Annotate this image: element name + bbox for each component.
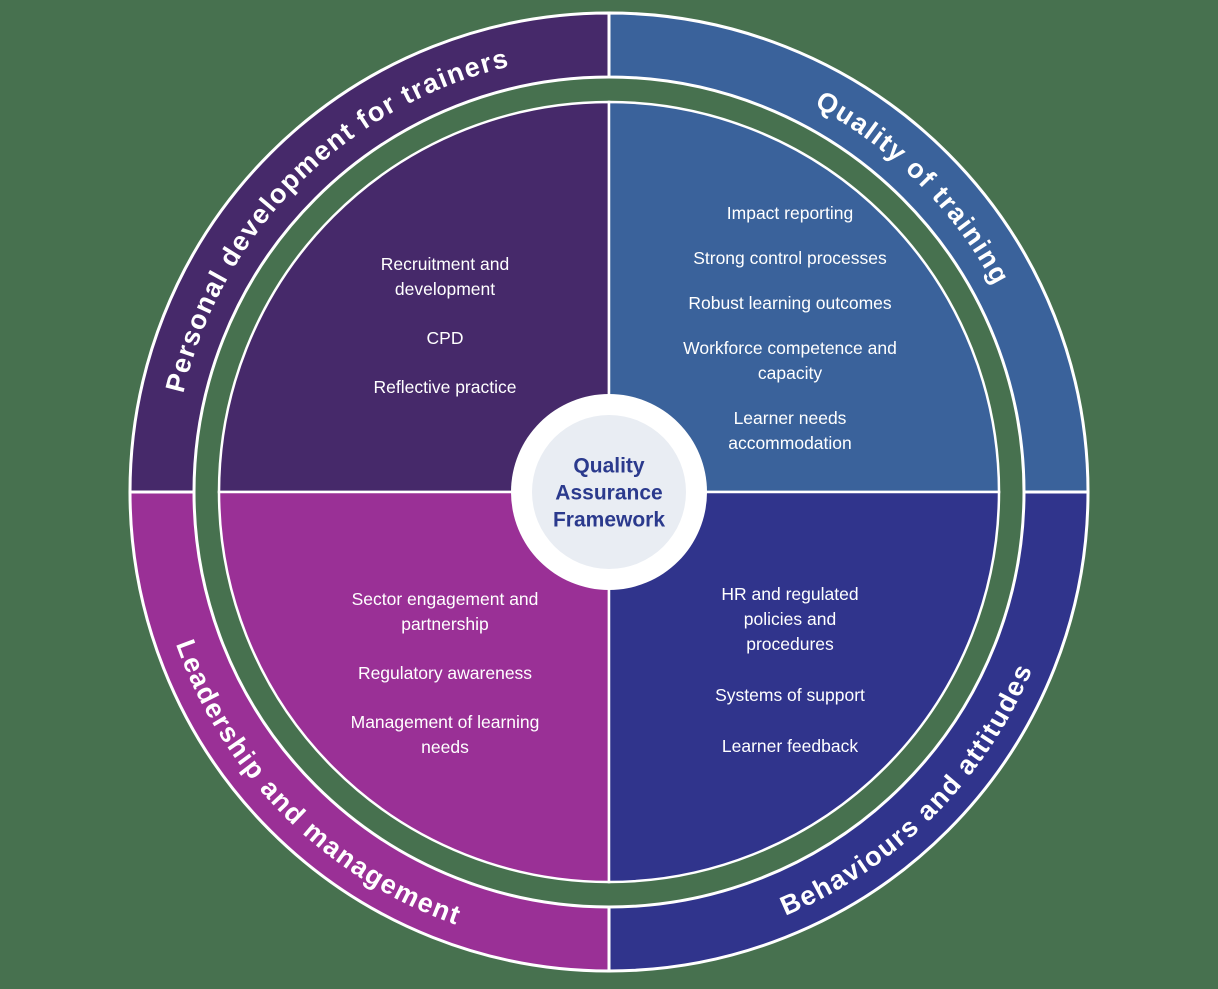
quadrant-item: HR and regulated policies and procedures [721,584,859,654]
ring-segment-behaviours-and-attitudes [607,490,1090,973]
quadrant-item: Management of learning needs [350,712,540,757]
quadrant-item: Robust learning outcomes [688,293,892,313]
quadrant-item: Sector engagement and partnership [351,589,539,634]
sector-quality-of-training [607,100,1001,494]
sector-leadership-and-management [217,490,611,884]
quadrant-item: Learner needs accommodation [728,408,852,453]
quadrant-items-quality-of-training: Impact reporting Strong control processe… [660,201,920,456]
center-title: Quality Assurance Framework [552,454,666,532]
quadrant-item: Strong control processes [693,248,887,268]
sector-behaviours-and-attitudes [607,490,1001,884]
quadrant-item: Reflective practice [373,377,517,397]
quadrant-item: Regulatory awareness [357,663,533,683]
center-badge-disc [532,415,686,569]
quadrant-item: Workforce competence and capacity [683,338,897,383]
quadrant-item: Learner feedback [721,736,859,756]
quadrant-item: Recruitment and development [380,254,510,299]
quadrant-items-personal-development-for-trainers: Recruitment and development CPD Reflecti… [325,252,565,400]
quadrant-items-leadership-and-management: Sector engagement and partnership Regula… [325,587,565,760]
sector-personal-development-for-trainers [217,100,611,494]
quadrant-item: CPD [426,328,464,348]
quadrant-item: Impact reporting [726,203,854,223]
quadrant-item: Systems of support [715,685,865,705]
quadrant-items-behaviours-and-attitudes: HR and regulated policies and procedures… [675,582,905,759]
